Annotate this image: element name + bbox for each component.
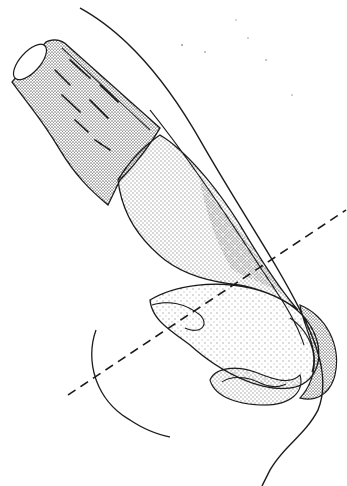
lower-coiled-structure: [150, 284, 337, 405]
scan-specks: [181, 19, 293, 96]
lower-left-arc: [92, 330, 170, 437]
